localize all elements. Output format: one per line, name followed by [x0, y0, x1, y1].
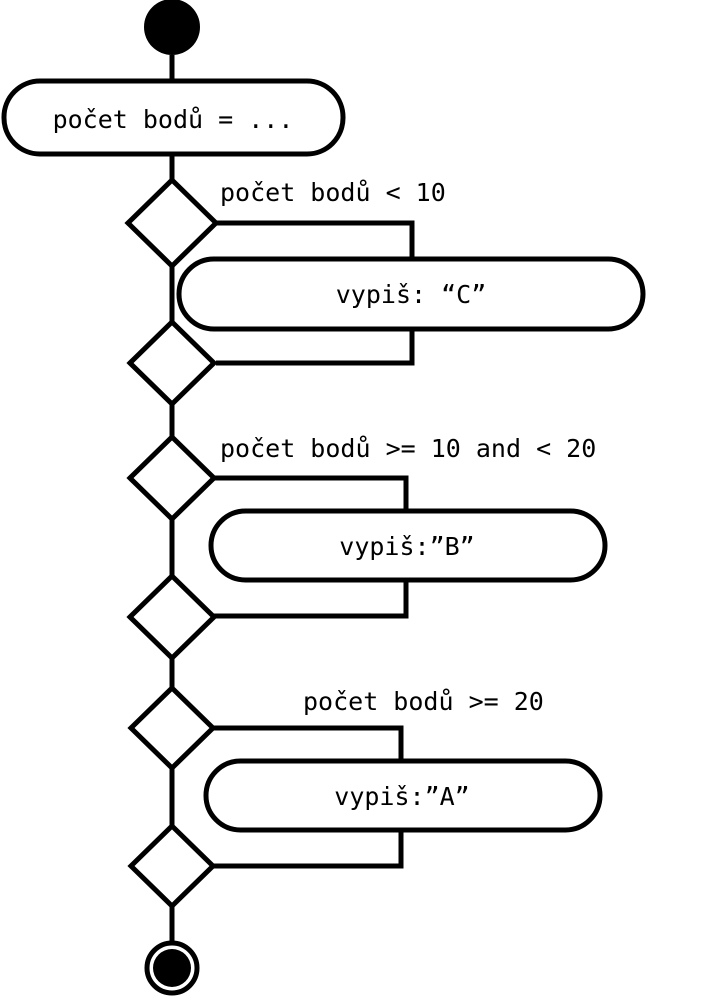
merge-node-1 [126, 318, 218, 408]
final-node-core [153, 949, 191, 987]
action-label-print-b: vypiš:”B” [339, 532, 474, 561]
guard-label-2: počet bodů >= 10 and < 20 [220, 434, 596, 463]
action-label-assign: počet bodů = ... [53, 105, 294, 134]
action-label-print-a: vypiš:”A” [334, 782, 469, 811]
final-node-ring [144, 940, 200, 996]
action-node-print-a [203, 758, 603, 833]
decision-node-3 [127, 684, 217, 772]
guard-label-1: počet bodů < 10 [220, 178, 446, 207]
guard-label-3: počet bodů >= 20 [303, 687, 544, 716]
decision-node-2 [126, 433, 218, 523]
initial-node [144, 0, 200, 55]
action-node-print-b [208, 508, 608, 583]
decision-node-1 [124, 176, 220, 270]
merge-node-2 [126, 572, 218, 662]
action-label-print-c: vypiš: “C” [336, 280, 487, 309]
merge-node-3 [127, 822, 217, 910]
action-node-print-c [176, 256, 646, 332]
